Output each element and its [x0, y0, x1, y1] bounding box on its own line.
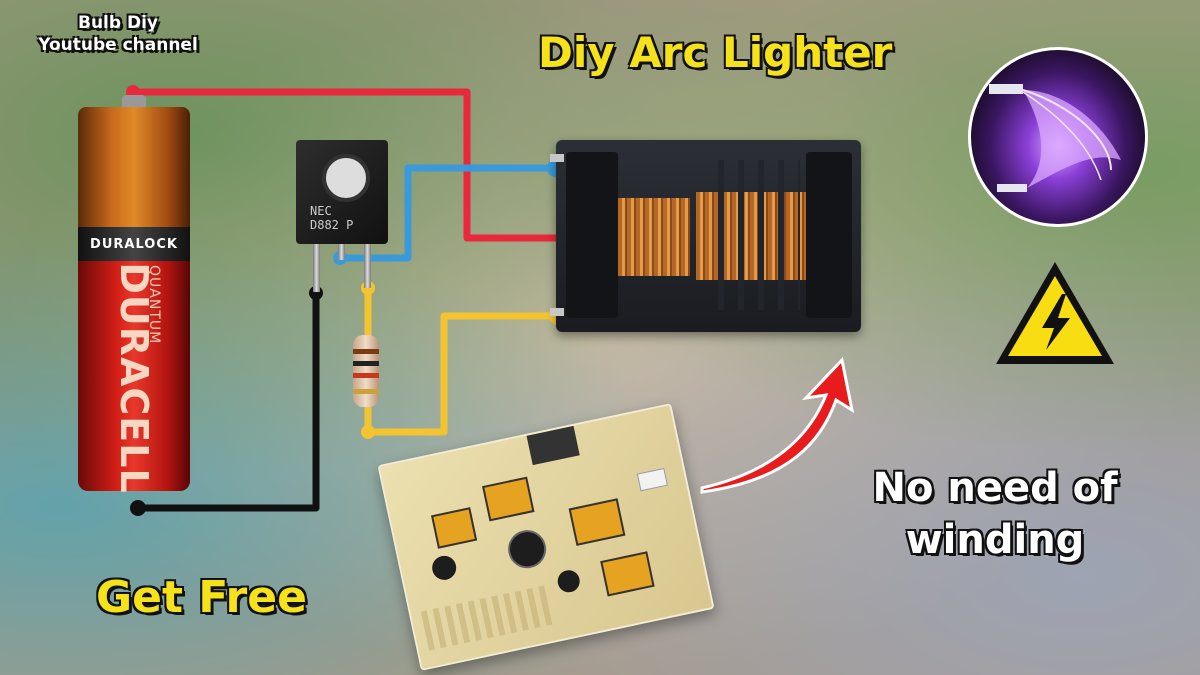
- pcb-connector: [636, 467, 668, 492]
- pcb-transformer-2: [568, 498, 626, 546]
- transistor-marking-line2: D882 P: [310, 218, 354, 232]
- pcb-capacitor-1: [504, 526, 550, 572]
- yellow-wire: [364, 312, 558, 436]
- transistor-mount-hole: [322, 154, 370, 202]
- arc-glow-icon: [989, 84, 1121, 192]
- transistor-marking: NEC D882 P: [310, 204, 353, 232]
- channel-line2: Youtube channel: [38, 35, 198, 55]
- transistor: NEC D882 P: [296, 140, 388, 244]
- resistor-band-3: [353, 373, 379, 378]
- resistor-band-4: [353, 389, 379, 394]
- battery: DURALOCK DURACELL QUANTUM: [78, 95, 190, 495]
- battery-body: [78, 261, 190, 491]
- transistor-marking-line1: NEC: [310, 204, 332, 218]
- pcb-transformer-1: [482, 476, 535, 522]
- high-voltage-warning-icon: [996, 262, 1114, 364]
- pcb-heatsink: [526, 425, 580, 466]
- transformer-core-left: [566, 152, 618, 318]
- battery-positive-terminal: [122, 95, 146, 107]
- channel-name: Bulb Diy Youtube channel: [8, 12, 228, 56]
- no-winding-caption: No need of winding: [850, 462, 1140, 566]
- no-winding-line1: No need of: [872, 465, 1118, 511]
- no-winding-line2: winding: [905, 517, 1085, 563]
- transistor-leg-middle: [338, 244, 345, 260]
- black-wire-dot-end: [130, 500, 146, 516]
- blue-wire: [340, 164, 556, 262]
- pcb-capacitor-3: [555, 568, 582, 595]
- get-free-caption: Get Free: [96, 572, 307, 623]
- transformer-pin-top: [550, 154, 564, 162]
- battery-copper-top: [78, 107, 190, 227]
- pcb-traces: [420, 584, 557, 651]
- transformer-core-right: [806, 152, 852, 318]
- black-wire: [138, 293, 320, 512]
- resistor: [353, 335, 379, 407]
- transformer-pin-bottom: [550, 308, 564, 316]
- battery-band-label: DURALOCK: [78, 227, 190, 261]
- pcb-filter-inductor: [431, 507, 478, 549]
- arc-photo: [968, 47, 1148, 227]
- pcb-transformer-3: [600, 551, 655, 597]
- channel-line1: Bulb Diy: [78, 13, 158, 33]
- curved-arrow-icon: [700, 356, 855, 494]
- battery-brand: DURACELL: [78, 262, 190, 493]
- page-title: Diy Arc Lighter: [538, 28, 893, 77]
- transistor-leg-right: [364, 244, 371, 288]
- flyback-transformer: [550, 140, 861, 332]
- pcb-capacitor-2: [429, 553, 459, 583]
- transistor-leg-left: [313, 244, 320, 292]
- resistor-band-2: [353, 361, 379, 366]
- transformer-bobbin-dividers: [704, 160, 800, 310]
- resistor-band-1: [353, 349, 379, 354]
- transformer-coil-primary: [618, 198, 690, 276]
- battery-sub-brand-text: QUANTUM: [146, 265, 162, 345]
- yellow-wire-dot-b: [361, 425, 375, 439]
